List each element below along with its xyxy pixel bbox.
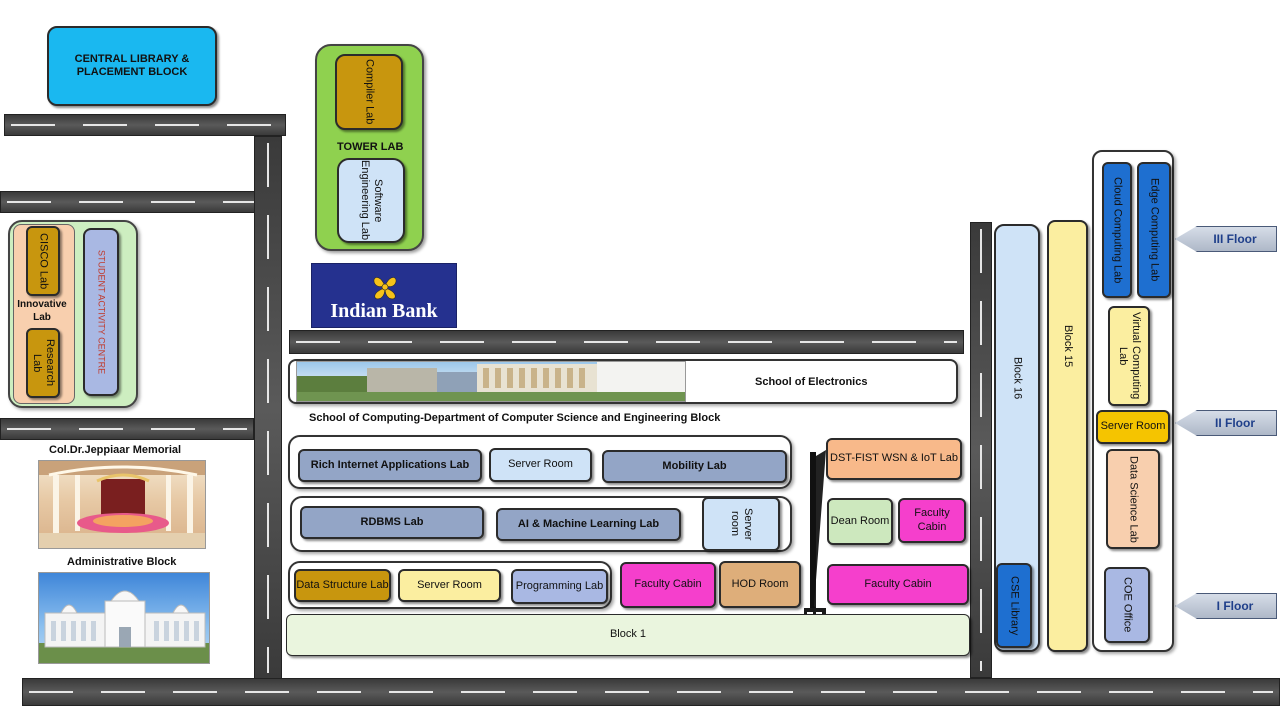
road-west-middle <box>0 418 254 440</box>
data-structure-lab[interactable]: Data Structure Lab <box>294 569 391 602</box>
rich-internet-applications-lab[interactable]: Rich Internet Applications Lab <box>298 449 482 482</box>
campus-buildings-icon <box>297 362 685 401</box>
administrative-building-icon <box>39 590 209 663</box>
virtual-computing-lab-label: Virtual Computing Lab <box>1117 312 1143 400</box>
hod-room[interactable]: HOD Room <box>719 561 801 608</box>
cisco-lab-label: CISCO Lab <box>37 232 50 290</box>
first-floor-label: I Floor <box>1216 599 1254 613</box>
memorial-label: Col.Dr.Jeppiaar Memorial <box>49 444 182 456</box>
ria-lab-label: Rich Internet Applications Lab <box>310 458 470 471</box>
student-activity-centre[interactable]: STUDENT ACTIVITY CENTRE <box>83 228 119 396</box>
research-lab-label: Research Lab <box>31 339 57 387</box>
row3-server-room[interactable]: Server Room <box>398 569 501 602</box>
row3-faculty-cabin[interactable]: Faculty Cabin <box>620 562 716 608</box>
block-16-label: Block 16 <box>1011 356 1024 400</box>
mobility-lab[interactable]: Mobility Lab <box>602 450 787 483</box>
right-faculty-cabin-large[interactable]: Faculty Cabin <box>827 564 969 605</box>
block-15[interactable]: Block 15 <box>1047 220 1088 652</box>
block-1[interactable]: Block 1 <box>286 614 970 656</box>
hod-room-label: HOD Room <box>731 577 789 590</box>
block-15-label: Block 15 <box>1062 324 1075 368</box>
third-floor-marker[interactable]: III Floor <box>1175 226 1277 252</box>
road-west-vertical <box>254 136 282 680</box>
data-science-lab-label: Data Science Lab <box>1127 455 1140 543</box>
central-library-block[interactable]: CENTRAL LIBRARY & PLACEMENT BLOCK <box>47 26 217 106</box>
programming-lab-label: Programming Lab <box>515 579 604 592</box>
second-floor-label: II Floor <box>1215 416 1255 430</box>
administrative-block-photo[interactable] <box>38 572 210 664</box>
ai-ml-lab-label: AI & Machine Learning Lab <box>517 517 660 530</box>
row1-server-room[interactable]: Server Room <box>489 448 592 482</box>
dst-fist-wsn-iot-lab[interactable]: DST-FIST WSN & IoT Lab <box>826 438 962 480</box>
third-floor-label: III Floor <box>1213 232 1257 246</box>
road-central <box>289 330 964 354</box>
data-structure-lab-label: Data Structure Lab <box>296 578 389 591</box>
software-engineering-lab[interactable]: Software Engineering Lab <box>337 158 405 243</box>
indian-bank-emblem-icon <box>373 277 397 300</box>
block-1-label: Block 1 <box>609 628 647 641</box>
computing-block-title: School of Computing-Department of Comput… <box>309 412 721 424</box>
data-science-lab[interactable]: Data Science Lab <box>1106 449 1160 549</box>
software-engineering-lab-label: Software Engineering Lab <box>359 160 385 241</box>
road-north-top <box>4 114 286 136</box>
innovative-lab-title: Innovative Lab <box>17 299 67 323</box>
memorial-photo[interactable] <box>38 460 206 549</box>
row2-server-room[interactable]: Server room <box>702 497 780 551</box>
row2-server-room-label: Server room <box>729 507 755 541</box>
first-floor-marker[interactable]: I Floor <box>1175 593 1277 619</box>
compiler-lab[interactable]: Compiler Lab <box>335 54 403 130</box>
ai-machine-learning-lab[interactable]: AI & Machine Learning Lab <box>496 508 681 541</box>
cloud-computing-lab[interactable]: Cloud Computing Lab <box>1102 162 1132 298</box>
administrative-block-label: Administrative Block <box>67 556 177 568</box>
programming-lab[interactable]: Programming Lab <box>511 569 608 604</box>
right-faculty-cabin-large-label: Faculty Cabin <box>864 577 932 590</box>
research-lab[interactable]: Research Lab <box>26 328 60 398</box>
second-floor-marker[interactable]: II Floor <box>1175 410 1277 436</box>
cse-library-label: CSE Library <box>1008 575 1021 636</box>
road-north-second <box>0 191 282 213</box>
virtual-computing-lab[interactable]: Virtual Computing Lab <box>1108 306 1150 406</box>
coe-office[interactable]: COE Office <box>1104 567 1150 643</box>
row3-server-room-label: Server Room <box>417 578 482 591</box>
right-faculty-cabin-small[interactable]: Faculty Cabin <box>898 498 966 543</box>
compiler-lab-label: Compiler Lab <box>363 59 376 125</box>
dean-room[interactable]: Dean Room <box>827 498 893 545</box>
rdbms-lab-label: RDBMS Lab <box>360 515 424 528</box>
rdbms-lab[interactable]: RDBMS Lab <box>300 506 484 539</box>
mobility-lab-label: Mobility Lab <box>662 459 727 472</box>
row1-server-room-label: Server Room <box>508 458 573 471</box>
cse-library[interactable]: CSE Library <box>996 563 1032 648</box>
central-library-label: CENTRAL LIBRARY & PLACEMENT BLOCK <box>74 52 190 78</box>
right-faculty-cabin-small-label: Faculty Cabin <box>914 507 950 533</box>
indian-bank-logo[interactable]: Indian Bank <box>311 263 457 328</box>
east-server-room[interactable]: Server Room <box>1096 410 1170 444</box>
school-of-electronics-photo <box>296 361 686 402</box>
edge-computing-lab-label: Edge Computing Lab <box>1148 178 1161 282</box>
edge-computing-lab[interactable]: Edge Computing Lab <box>1137 162 1171 298</box>
road-south <box>22 678 1280 706</box>
school-of-electronics-label: School of Electronics <box>755 376 868 388</box>
tower-lab-title: TOWER LAB <box>337 141 404 153</box>
coe-office-label: COE Office <box>1121 577 1134 633</box>
row3-faculty-cabin-label: Faculty Cabin <box>634 578 702 591</box>
indian-bank-label: Indian Bank <box>330 300 438 322</box>
east-server-room-label: Server Room <box>1100 420 1166 433</box>
dst-fist-lab-label: DST-FIST WSN & IoT Lab <box>830 452 958 465</box>
memorial-shrine-icon <box>39 461 205 548</box>
cloud-computing-lab-label: Cloud Computing Lab <box>1111 176 1124 284</box>
cisco-lab[interactable]: CISCO Lab <box>26 226 60 296</box>
road-east-vertical <box>970 222 992 678</box>
student-activity-centre-label: STUDENT ACTIVITY CENTRE <box>96 249 107 375</box>
dean-room-label: Dean Room <box>830 514 890 527</box>
